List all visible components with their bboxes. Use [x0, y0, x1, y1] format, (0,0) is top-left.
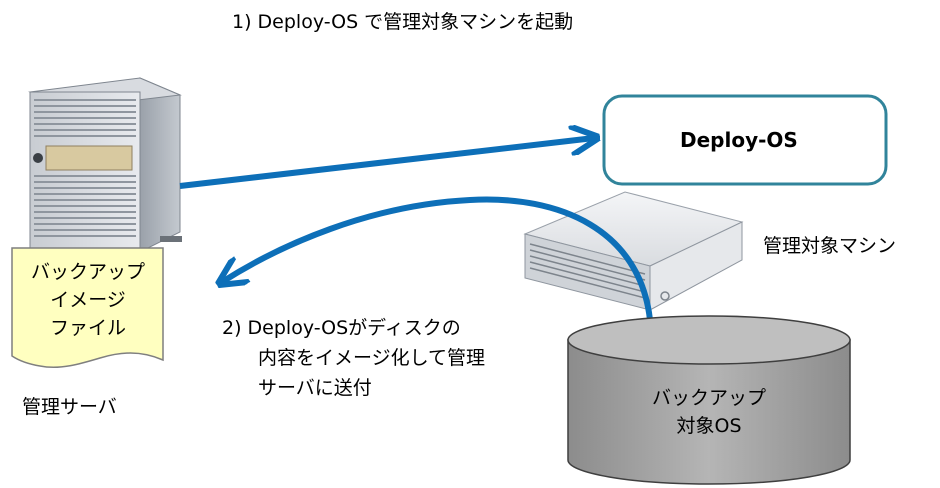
step2-caption-line-2: 内容をイメージ化して管理	[258, 347, 486, 369]
backup-image-file-label: バックアップ イメージ ファイル	[18, 258, 158, 342]
rack-server-icon	[523, 191, 744, 311]
document-icon	[11, 247, 164, 369]
tower-server-icon	[28, 77, 182, 253]
step1-caption: 1) Deploy-OS で管理対象マシンを起動	[232, 11, 574, 33]
backup-target-os-line-1: バックアップ	[651, 387, 766, 409]
boot-arrow	[179, 138, 594, 189]
managed-machine-label: 管理対象マシン	[763, 235, 897, 257]
disk-cylinder-icon	[567, 315, 851, 485]
backup-target-os-label: バックアップ 対象OS	[620, 384, 798, 440]
backup-image-file-line-2: イメージ	[50, 289, 126, 311]
step2-caption-line-1: 2) Deploy-OSがディスクの	[222, 317, 461, 339]
backup-target-os-line-2: 対象OS	[676, 415, 742, 437]
backup-image-file-line-1: バックアップ	[30, 261, 145, 283]
deploy-os-box	[602, 94, 888, 186]
backup-image-file-line-3: ファイル	[49, 317, 126, 339]
deploy-os-label: Deploy-OS	[680, 128, 798, 152]
step2-caption-line-3: サーバに送付	[258, 377, 372, 399]
management-server-label: 管理サーバ	[22, 396, 117, 418]
image-transfer-arrow	[222, 196, 653, 321]
step2-caption: 2) Deploy-OSがディスクの 内容をイメージ化して管理 サーバに送付	[222, 313, 485, 403]
